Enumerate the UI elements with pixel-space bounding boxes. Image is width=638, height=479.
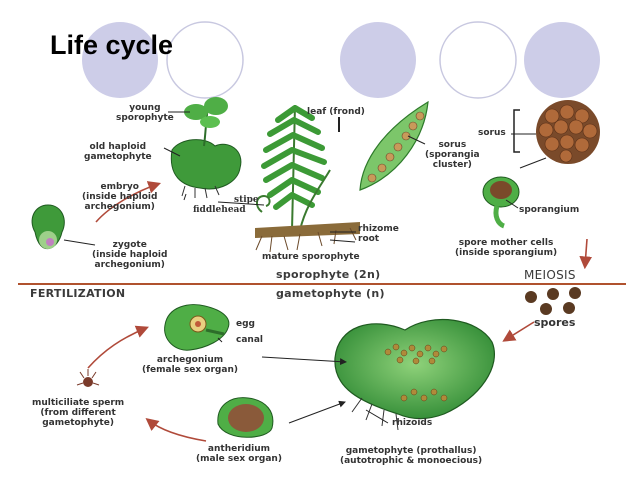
decor-circle-5 — [524, 22, 600, 98]
leaf-sori-illustration — [359, 100, 429, 191]
label-rhizome: rhizome — [358, 224, 399, 234]
label-antheridium: antheridium(male sex organ) — [196, 444, 282, 464]
label-fertilization: FERTILIZATION — [30, 287, 126, 300]
zygote-illustration — [31, 204, 65, 250]
decor-circle-4 — [439, 21, 517, 99]
label-root: root — [358, 234, 380, 244]
label-sorus: sorus — [478, 128, 506, 138]
slide-title: Life cycle — [50, 30, 174, 60]
prothallus-illustration — [334, 318, 495, 431]
sperm-illustration — [76, 369, 100, 387]
sporangium-illustration — [482, 176, 520, 229]
decor-circle-2 — [166, 21, 244, 99]
decor-circle-1 — [82, 22, 158, 98]
archegonium-illustration — [164, 304, 230, 351]
generation-divider — [18, 283, 626, 285]
label-canal: canal — [236, 335, 263, 345]
label-spore-mother-cells: spore mother cells(inside sporangium) — [455, 238, 558, 258]
label-rhizoids: rhizoids — [392, 418, 433, 428]
cycle-arrows — [87, 181, 593, 442]
label-spores: spores — [534, 316, 576, 329]
decor-circles — [82, 21, 600, 99]
label-sporophyte-2n: sporophyte (2n) — [276, 268, 381, 281]
label-mature-sporophyte: mature sporophyte — [262, 252, 360, 262]
label-archegonium: archegonium(female sex organ) — [142, 355, 238, 375]
sorus-cluster-illustration — [513, 100, 600, 164]
spores-illustration — [525, 287, 581, 315]
label-stipe: stipe — [234, 195, 259, 205]
antheridium-illustration — [217, 397, 274, 438]
mature-sporophyte-illustration — [255, 104, 360, 253]
decor-circle-3 — [340, 22, 416, 98]
label-meiosis: MEIOSIS — [524, 268, 576, 282]
label-fiddlehead: fiddlehead — [193, 205, 246, 215]
label-leaf-frond: leaf (frond) — [307, 107, 365, 117]
young-sporophyte-illustration — [170, 97, 242, 199]
label-sporangium: sporangium — [519, 205, 580, 215]
label-gametophyte-n: gametophyte (n) — [276, 287, 385, 300]
label-egg: egg — [236, 319, 255, 329]
leader-lines — [63, 111, 547, 424]
label-prothallus: gametophyte (prothallus)(autotrophic & m… — [340, 446, 483, 466]
